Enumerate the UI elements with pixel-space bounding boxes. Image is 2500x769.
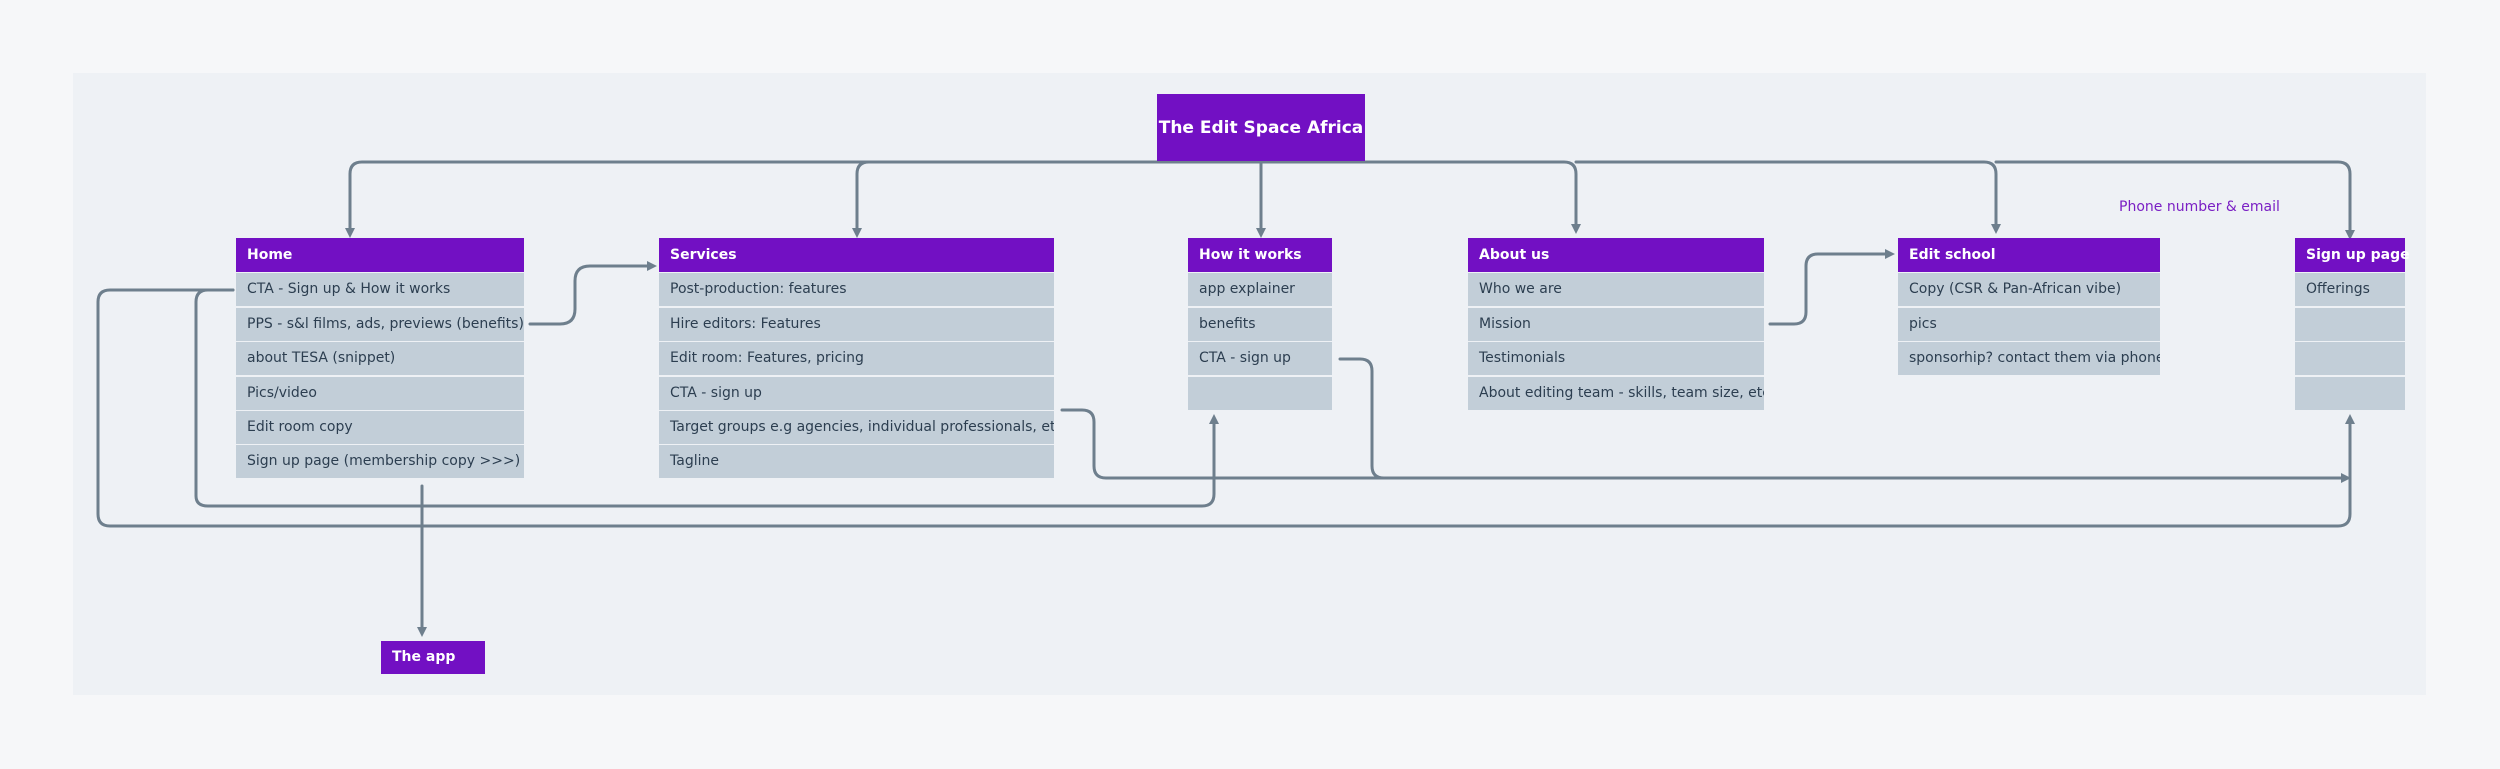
card-home-row: Edit room copy (236, 410, 524, 444)
card-school-row: Copy (CSR & Pan-African vibe) (1898, 273, 2160, 307)
card-services-row: Target groups e.g agencies, individual p… (659, 410, 1054, 444)
card-about-title: About us (1468, 238, 1764, 272)
card-signup-row (2295, 342, 2405, 376)
card-how-title: How it works (1188, 238, 1332, 272)
card-home-row: about TESA (snippet) (236, 342, 524, 376)
card-signup-row (2295, 376, 2405, 410)
card-how-it-works[interactable]: How it works app explainer benefits CTA … (1188, 238, 1332, 410)
card-how-row (1188, 376, 1332, 410)
card-school-row: pics (1898, 307, 2160, 341)
card-school-row: sponsorhip? contact them via phone (1898, 342, 2160, 376)
card-signup-row: Offerings (2295, 273, 2405, 307)
card-home[interactable]: Home CTA - Sign up & How it works PPS - … (236, 238, 524, 479)
card-home-row: PPS - s&l films, ads, previews (benefits… (236, 307, 524, 341)
app-node[interactable]: The app (381, 641, 485, 674)
card-services-row: Hire editors: Features (659, 307, 1054, 341)
card-services-row: CTA - sign up (659, 376, 1054, 410)
card-services-row: Tagline (659, 445, 1054, 479)
card-services-row: Edit room: Features, pricing (659, 342, 1054, 376)
card-how-row: CTA - sign up (1188, 342, 1332, 376)
card-services-row: Post-production: features (659, 273, 1054, 307)
card-home-row: CTA - Sign up & How it works (236, 273, 524, 307)
card-sign-up-page[interactable]: Sign up page Offerings (2295, 238, 2410, 410)
card-about-row: Testimonials (1468, 342, 1764, 376)
card-how-row: benefits (1188, 307, 1332, 341)
card-about-row: Who we are (1468, 273, 1764, 307)
card-school-title: Edit school (1898, 238, 2160, 272)
card-about-row: Mission (1468, 307, 1764, 341)
card-home-title: Home (236, 238, 524, 272)
note-phone-email: Phone number & email (2119, 199, 2280, 215)
card-about-us[interactable]: About us Who we are Mission Testimonials… (1468, 238, 1764, 410)
card-how-row: app explainer (1188, 273, 1332, 307)
card-home-row: Sign up page (membership copy >>>) (236, 445, 524, 479)
card-home-row: Pics/video (236, 376, 524, 410)
card-services[interactable]: Services Post-production: features Hire … (659, 238, 1054, 479)
card-signup-title: Sign up page (2295, 238, 2410, 272)
card-signup-row (2295, 307, 2405, 341)
card-edit-school[interactable]: Edit school Copy (CSR & Pan-African vibe… (1898, 238, 2160, 376)
card-about-row: About editing team - skills, team size, … (1468, 376, 1764, 410)
card-services-title: Services (659, 238, 1054, 272)
root-node[interactable]: The Edit Space Africa (1157, 94, 1365, 161)
